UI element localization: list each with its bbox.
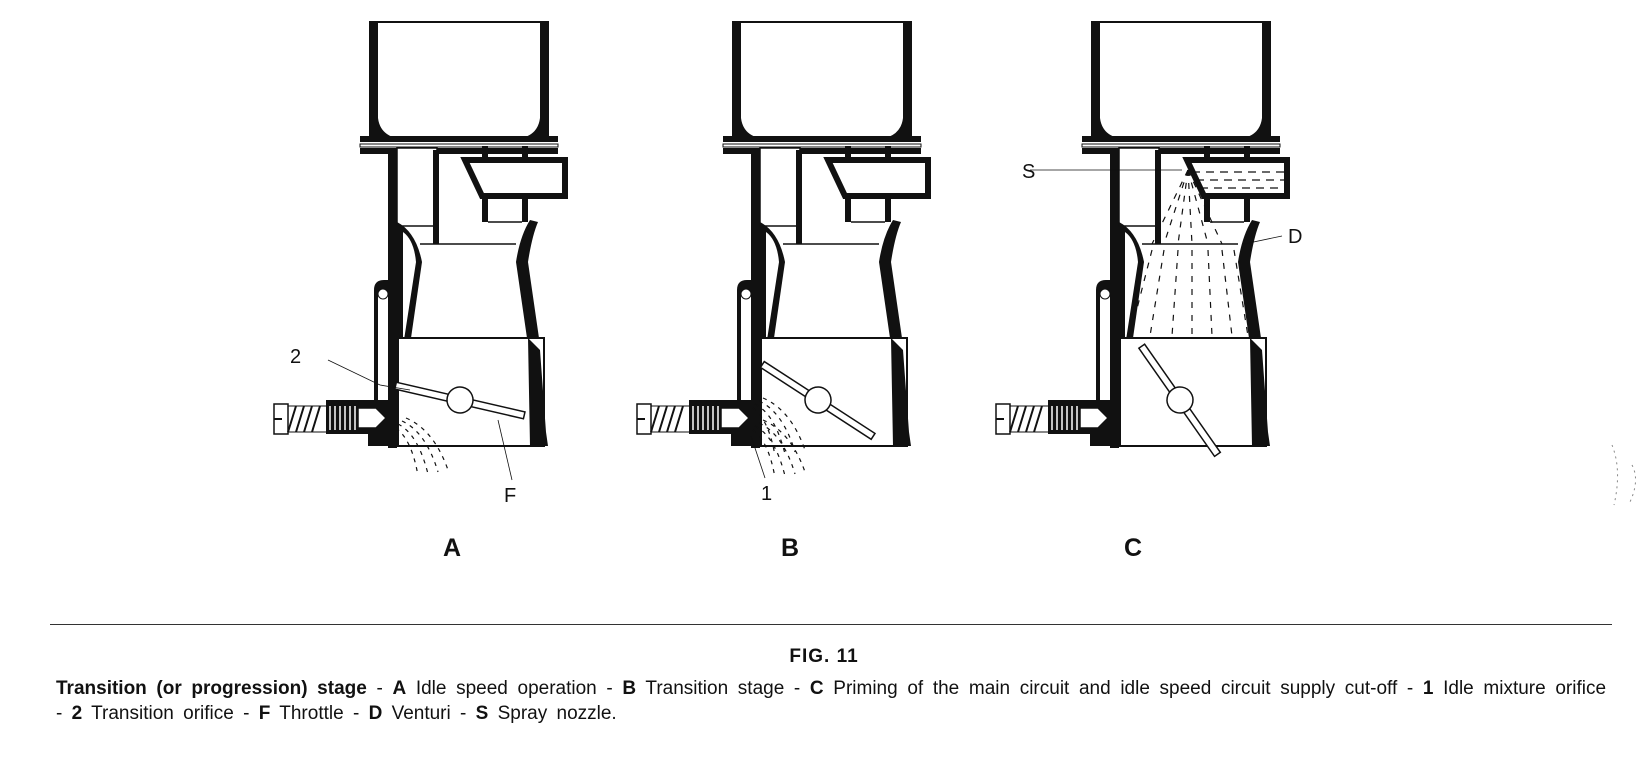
- caption-text: Spray nozzle.: [497, 703, 617, 724]
- caption-key: C: [809, 678, 824, 699]
- caption-key: 2: [71, 703, 83, 724]
- caption-text: Idle mixture orifice: [1443, 678, 1607, 699]
- panel-letter-a: A: [442, 534, 462, 562]
- figure-number: FIG. 11: [789, 646, 859, 667]
- panel-c: S D: [996, 22, 1302, 458]
- panel-letter-b: B: [780, 534, 800, 562]
- callout-2: 2: [290, 346, 301, 368]
- throttle-valve-c: [1137, 343, 1222, 458]
- panel-b: 1: [637, 22, 928, 505]
- caption-text: Throttle: [279, 703, 344, 724]
- throttle-valve-a: [393, 381, 526, 420]
- scan-artifact: [1611, 444, 1636, 506]
- carburetor-diagram: 2 F 1: [0, 0, 1636, 507]
- caption-text: Transition orifice: [91, 703, 234, 724]
- caption-text: Priming of the main circuit and idle spe…: [833, 678, 1398, 699]
- throttle-valve-b: [759, 360, 877, 441]
- caption-key: S: [475, 703, 489, 724]
- carburetor-figure: 2 F 1: [0, 0, 1636, 562]
- callout-s: S: [1022, 161, 1035, 183]
- caption-divider: [50, 624, 1612, 625]
- panel-letter-c: C: [1123, 534, 1143, 562]
- caption-key: D: [368, 703, 383, 724]
- caption-key: F: [258, 703, 271, 724]
- caption-key: B: [622, 678, 637, 699]
- caption-key: A: [392, 678, 407, 699]
- caption-title: Transition (or progression) stage: [56, 678, 367, 699]
- callout-1: 1: [761, 483, 772, 505]
- caption-text: Idle speed operation: [415, 678, 597, 699]
- caption-key: 1: [1422, 678, 1434, 699]
- caption-text: Transition stage: [645, 678, 785, 699]
- figure-caption: Transition (or progression) stage - A Id…: [56, 678, 1607, 724]
- caption-text: Venturi: [391, 703, 451, 724]
- callout-f: F: [504, 485, 516, 507]
- panel-a: 2 F: [274, 22, 565, 507]
- callout-d: D: [1288, 226, 1302, 248]
